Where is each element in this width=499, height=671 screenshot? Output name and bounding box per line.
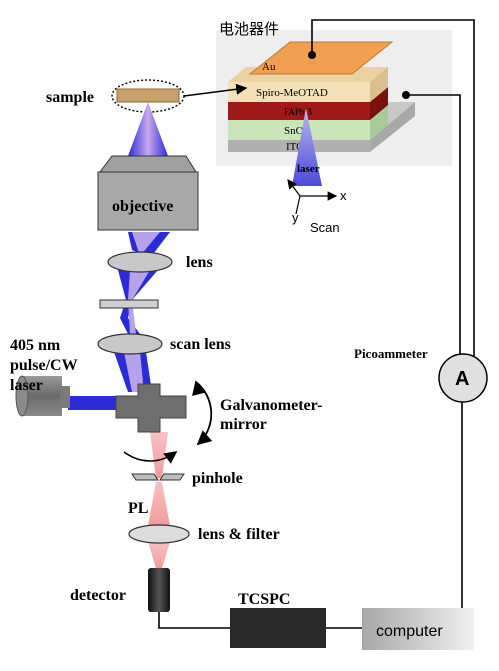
beam-path xyxy=(68,102,170,568)
galvo-rotation-arrow-right-top xyxy=(192,380,207,396)
sample-label: sample xyxy=(46,89,94,106)
laser-label-3: laser xyxy=(10,377,43,394)
scan-axes: x y Scan xyxy=(287,179,347,235)
ammeter-symbol: A xyxy=(455,368,469,390)
objective-body xyxy=(97,171,199,231)
tcspc-box xyxy=(230,608,326,648)
picoammeter-label: Picoammeter xyxy=(354,346,428,361)
pinhole-left xyxy=(131,473,159,481)
sample-to-device-arrow xyxy=(183,83,248,97)
objective-label: objective xyxy=(112,198,173,215)
ito-layer xyxy=(228,140,370,152)
scan-lens-element xyxy=(97,333,163,355)
laser: 405 nm pulse/CW laser xyxy=(10,337,78,417)
detector: detector xyxy=(70,568,170,612)
axis-y-label: y xyxy=(292,210,299,225)
beam-lens-scanlens-inner xyxy=(128,270,150,334)
beam-objective-lens-inner xyxy=(132,232,160,256)
computer-label: computer xyxy=(376,623,443,640)
au-label: Au xyxy=(262,61,276,73)
wire-ito xyxy=(406,94,461,360)
wire-au xyxy=(311,19,475,360)
galvo-rotation-arrow-right xyxy=(195,381,213,446)
galvo-cross xyxy=(115,383,187,433)
lens-filter: lens & filter xyxy=(128,524,280,544)
galvo-label-1: Galvanometer- xyxy=(220,397,322,414)
lens: lens xyxy=(107,251,213,273)
beam-pl-lens-detector xyxy=(148,542,170,568)
tcspc-label: TCSPC xyxy=(238,591,290,608)
beam-lens-scanlens xyxy=(118,270,158,334)
device-laser-cone xyxy=(292,108,322,186)
laser-label-2: pulse/CW xyxy=(10,357,78,374)
tcspc: TCSPC xyxy=(230,591,326,648)
spiro-layer-side xyxy=(370,67,388,102)
lens-element xyxy=(107,251,173,273)
wire-detector-tcspc xyxy=(158,612,230,629)
laser-body xyxy=(22,376,62,416)
beam-pl-galvo-pinhole xyxy=(150,432,168,478)
laser-aperture xyxy=(60,386,70,408)
beam-scanlens-galvo-inner xyxy=(124,352,144,392)
picoammeter: A Picoammeter xyxy=(354,346,488,403)
galvo-rotation-arrow-bottom xyxy=(123,451,178,464)
detector-label: detector xyxy=(70,587,126,604)
wire-ammeter-computer xyxy=(450,402,463,613)
scan-label: Scan xyxy=(310,220,340,235)
lens-label: lens xyxy=(186,254,213,271)
au-layer xyxy=(248,41,394,75)
fapbi3-layer-side xyxy=(370,87,388,120)
pinhole: pinhole xyxy=(131,470,243,487)
device-title: 电池器件 xyxy=(219,20,279,38)
lens-filter-label: lens & filter xyxy=(198,526,280,543)
fapbi3-layer xyxy=(228,102,370,120)
sno2-layer xyxy=(228,120,370,140)
laser-end-cap xyxy=(15,375,29,417)
objective: objective xyxy=(97,155,199,231)
fapbi3-label: FAPbI3 xyxy=(284,107,312,117)
sample-slide xyxy=(116,88,180,103)
axis-x-label: x xyxy=(340,188,347,203)
scan-lens-label: scan lens xyxy=(170,336,231,353)
detector-body xyxy=(148,568,170,612)
sample: sample xyxy=(46,79,248,113)
lens-filter-element xyxy=(128,524,190,544)
scan-lens: scan lens xyxy=(97,333,231,355)
pl-label: PL xyxy=(128,500,148,517)
galvo-mirror: Galvanometer- mirror xyxy=(115,380,322,464)
sno2-layer-side xyxy=(370,105,388,140)
galvo-label-2: mirror xyxy=(220,416,267,433)
slit-plate xyxy=(99,299,159,309)
pinhole-right xyxy=(159,473,185,481)
spiro-layer xyxy=(228,82,370,102)
laser-label-1: 405 nm xyxy=(10,337,61,354)
ammeter-circle xyxy=(438,353,488,403)
beam-pl-pinhole-lens xyxy=(148,482,170,526)
computer: computer xyxy=(362,608,474,650)
pinhole-label: pinhole xyxy=(192,470,243,487)
objective-top xyxy=(99,155,197,173)
computer-box xyxy=(362,608,474,650)
spiro-label: Spiro-MeOTAD xyxy=(256,87,328,99)
device-panel: 电池器件 ITO SnO2 FAPbI3 Spiro-MeOTAD Au las… xyxy=(216,20,452,235)
beam-laser-horizontal xyxy=(68,396,120,410)
device-laser-label: laser xyxy=(297,163,320,175)
beam-objective-sample xyxy=(128,102,168,156)
